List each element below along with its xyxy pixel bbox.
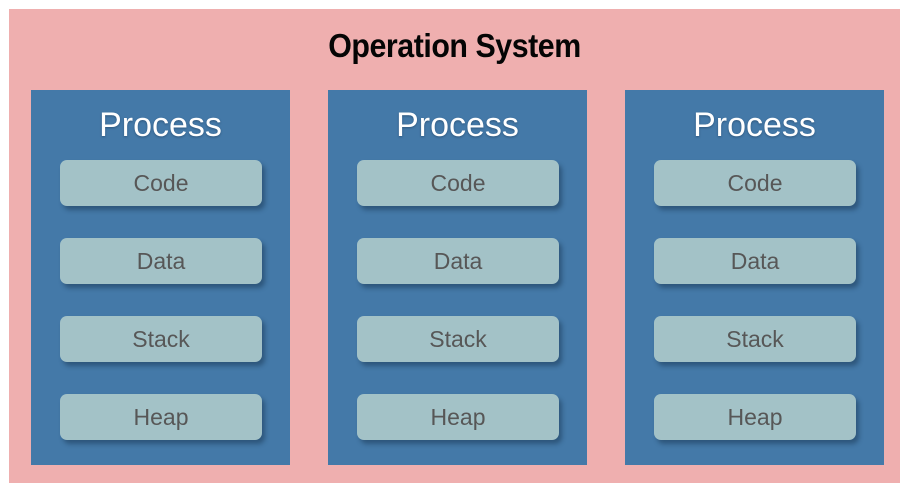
segment-label: Heap [133, 404, 189, 430]
operating-system-panel: Operation System Process Code Data Stack [9, 9, 900, 483]
process-3-segments: Code Data Stack Heap [654, 160, 856, 440]
segment-label: Heap [430, 404, 486, 430]
segment-label: Code [430, 170, 486, 196]
segment-heap-2: Heap [357, 394, 559, 440]
segment-heap-3: Heap [654, 394, 856, 440]
segment-label: Stack [726, 326, 784, 352]
process-title-3: Process [693, 106, 816, 144]
segment-heap-1: Heap [60, 394, 262, 440]
diagram-title: Operation System [328, 27, 581, 64]
segment-code-2: Code [357, 160, 559, 206]
segment-stack-3: Stack [654, 316, 856, 362]
segment-label: Stack [429, 326, 487, 352]
process-row: Process Code Data Stack Heap [31, 90, 884, 465]
segment-label: Data [433, 248, 483, 274]
segment-label: Stack [132, 326, 190, 352]
process-box-1: Process Code Data Stack Heap [31, 90, 290, 465]
process-title-1: Process [99, 106, 222, 144]
process-box-2: Process Code Data Stack Heap [328, 90, 587, 465]
segment-label: Heap [727, 404, 783, 430]
segment-stack-1: Stack [60, 316, 262, 362]
segment-label: Data [136, 248, 186, 274]
segment-stack-2: Stack [357, 316, 559, 362]
process-2-segments: Code Data Stack Heap [357, 160, 559, 440]
segment-data-2: Data [357, 238, 559, 284]
process-title-2: Process [396, 106, 519, 144]
segment-data-3: Data [654, 238, 856, 284]
segment-code-3: Code [654, 160, 856, 206]
segment-label: Code [727, 170, 783, 196]
process-box-3: Process Code Data Stack Heap [625, 90, 884, 465]
segment-label: Code [133, 170, 189, 196]
process-1-segments: Code Data Stack Heap [60, 160, 262, 440]
segment-label: Data [730, 248, 780, 274]
segment-data-1: Data [60, 238, 262, 284]
segment-code-1: Code [60, 160, 262, 206]
